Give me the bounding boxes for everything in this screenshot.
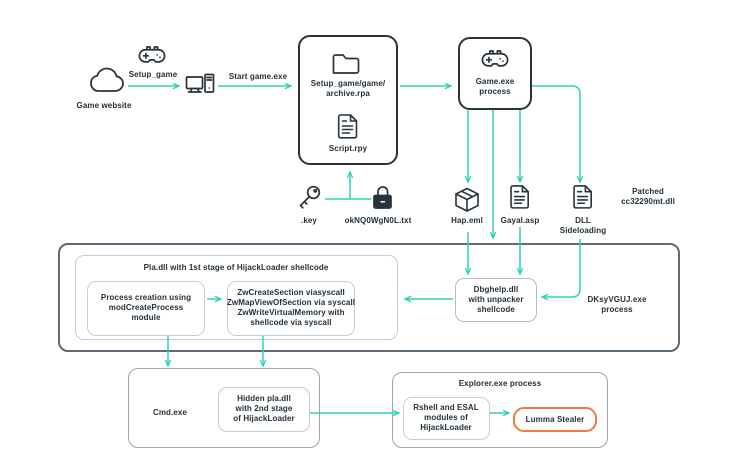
dll-file-icon xyxy=(572,184,594,210)
hidden-pla-box xyxy=(218,387,310,432)
game-exe-label: Game.exe process xyxy=(475,77,515,96)
archive-container-box xyxy=(298,35,398,165)
game-website-label: Game website xyxy=(76,101,132,110)
dll-sideloading-label: DLL Sideloading xyxy=(559,216,607,235)
process-creation-box xyxy=(87,281,205,336)
lock-icon xyxy=(371,184,394,211)
game-exe-process-box xyxy=(458,37,532,110)
start-game-label: Start game.exe xyxy=(228,72,288,81)
gayal-label: Gayal.asp xyxy=(500,216,540,225)
hap-eml-label: Hap.eml xyxy=(451,216,483,225)
dbghelp-label: Dbghelp.dll with unpacker shellcode xyxy=(468,285,524,314)
process-creation-label: Process creation using modCreateProcess … xyxy=(100,293,192,322)
pla-stage1-title: Pla.dll with 1st stage of HijackLoader s… xyxy=(143,263,329,272)
hidden-pla-label: Hidden pla.dll with 2nd stage of HijackL… xyxy=(233,394,295,423)
lumma-stealer-box xyxy=(513,407,597,432)
archive-path-label: Setup_game/game/ archive.rpa xyxy=(310,79,386,98)
setup-game-label: Setup_game xyxy=(128,70,178,79)
zw-syscalls-box xyxy=(227,281,355,336)
folder-icon xyxy=(331,52,361,76)
rshell-esal-label: Rshell and ESAL modules of HijackLoader xyxy=(413,403,479,432)
script-file-icon xyxy=(337,113,359,140)
package-icon xyxy=(453,186,481,214)
arrow-gameexe-to-dll-sideloading xyxy=(532,85,580,181)
zw-syscalls-label: ZwCreateSection viasyscall ZwMapViewOfSe… xyxy=(226,288,356,327)
lumma-stealer-label: Lumma Stealer xyxy=(525,415,585,424)
cmd-exe-label: Cmd.exe xyxy=(152,408,188,417)
locked-txt-label: okNQ0WgN0L.txt xyxy=(344,216,412,225)
cloud-icon xyxy=(88,66,126,96)
script-label: Script.rpy xyxy=(328,144,368,153)
gayal-file-icon xyxy=(509,184,531,210)
key-icon xyxy=(296,184,322,211)
desktop-pc-icon xyxy=(185,73,215,99)
gamepad-icon xyxy=(481,47,509,68)
dksyvguj-label: DKsyVGUJ.exe process xyxy=(587,295,647,314)
key-label: .key xyxy=(301,216,317,225)
arrow-dll-to-dbghelp xyxy=(543,239,581,297)
gamepad-icon xyxy=(138,43,166,64)
rshell-esal-box xyxy=(403,397,490,440)
patched-dll-label: Patched cc32290mt.dll xyxy=(621,187,675,206)
dbghelp-box xyxy=(455,278,537,322)
explorer-title-label: Explorer.exe process xyxy=(458,379,542,388)
